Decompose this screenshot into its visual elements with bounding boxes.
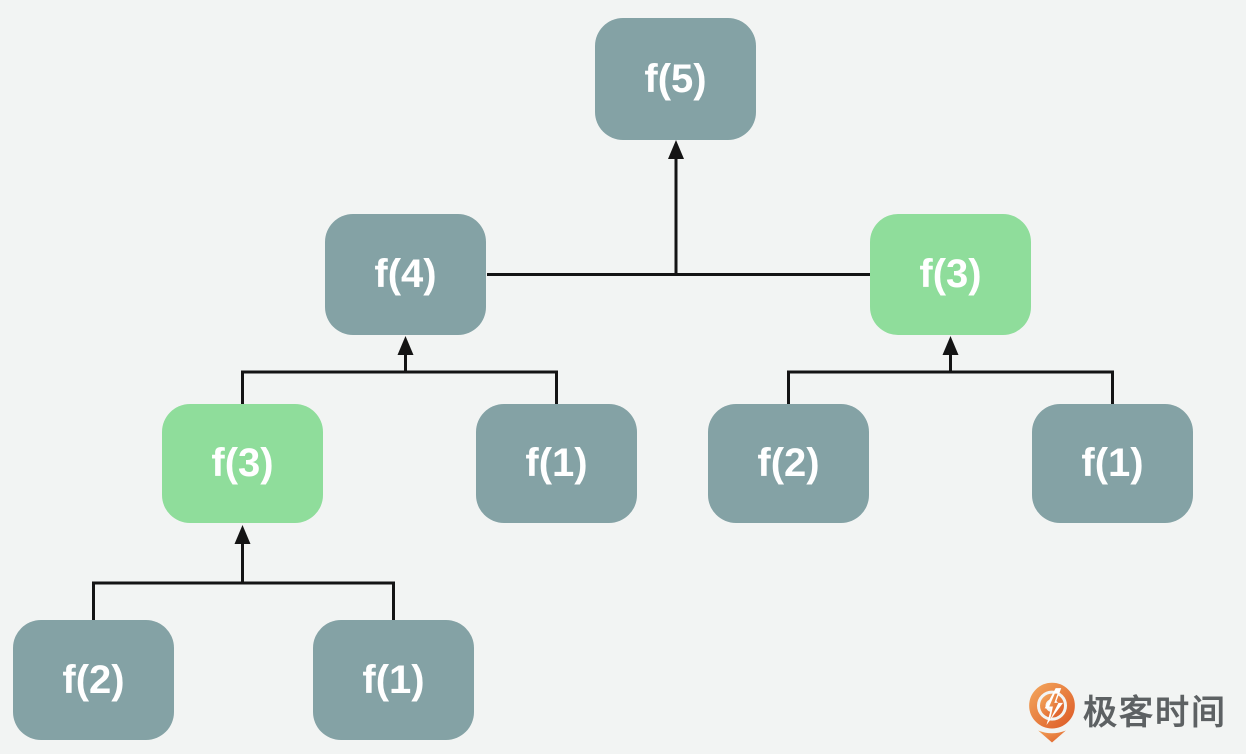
arrowhead-to-f3-left [234,525,251,544]
arrowhead-to-f5 [668,140,684,159]
tree-node-f1-middle: f(1) [476,404,637,523]
tree-node-f4: f(4) [325,214,486,335]
node-label: f(1) [362,657,425,702]
geektime-logo-icon [1029,682,1075,743]
bracket-f4-children [241,370,558,405]
geektime-logo-text: 极客时间 [1083,694,1227,732]
tree-node-f3-left: f(3) [162,404,323,523]
arrowhead-to-f4 [397,336,414,355]
node-label: f(2) [757,441,820,485]
tree-node-f3-right: f(3) [870,214,1031,335]
node-label: f(1) [1081,441,1144,485]
bracket-f3-right-children [787,370,1114,405]
tree-node-f1-right: f(1) [1032,404,1193,523]
tree-node-f2-bottom: f(2) [13,620,174,740]
node-label: f(3) [919,252,982,296]
tree-node-f1-bottom: f(1) [313,620,474,740]
node-label: f(2) [62,657,125,702]
node-label: f(5) [644,56,707,101]
node-label: f(3) [211,441,274,485]
bracket-f3-left-children [92,581,395,621]
geektime-watermark: 极客时间 [1028,682,1227,744]
arrowhead-to-f3-right [942,336,959,355]
tree-node-f2-right: f(2) [708,404,869,523]
node-label: f(1) [525,441,588,485]
tree-node-f5: f(5) [595,18,756,140]
node-label: f(4) [374,252,437,296]
